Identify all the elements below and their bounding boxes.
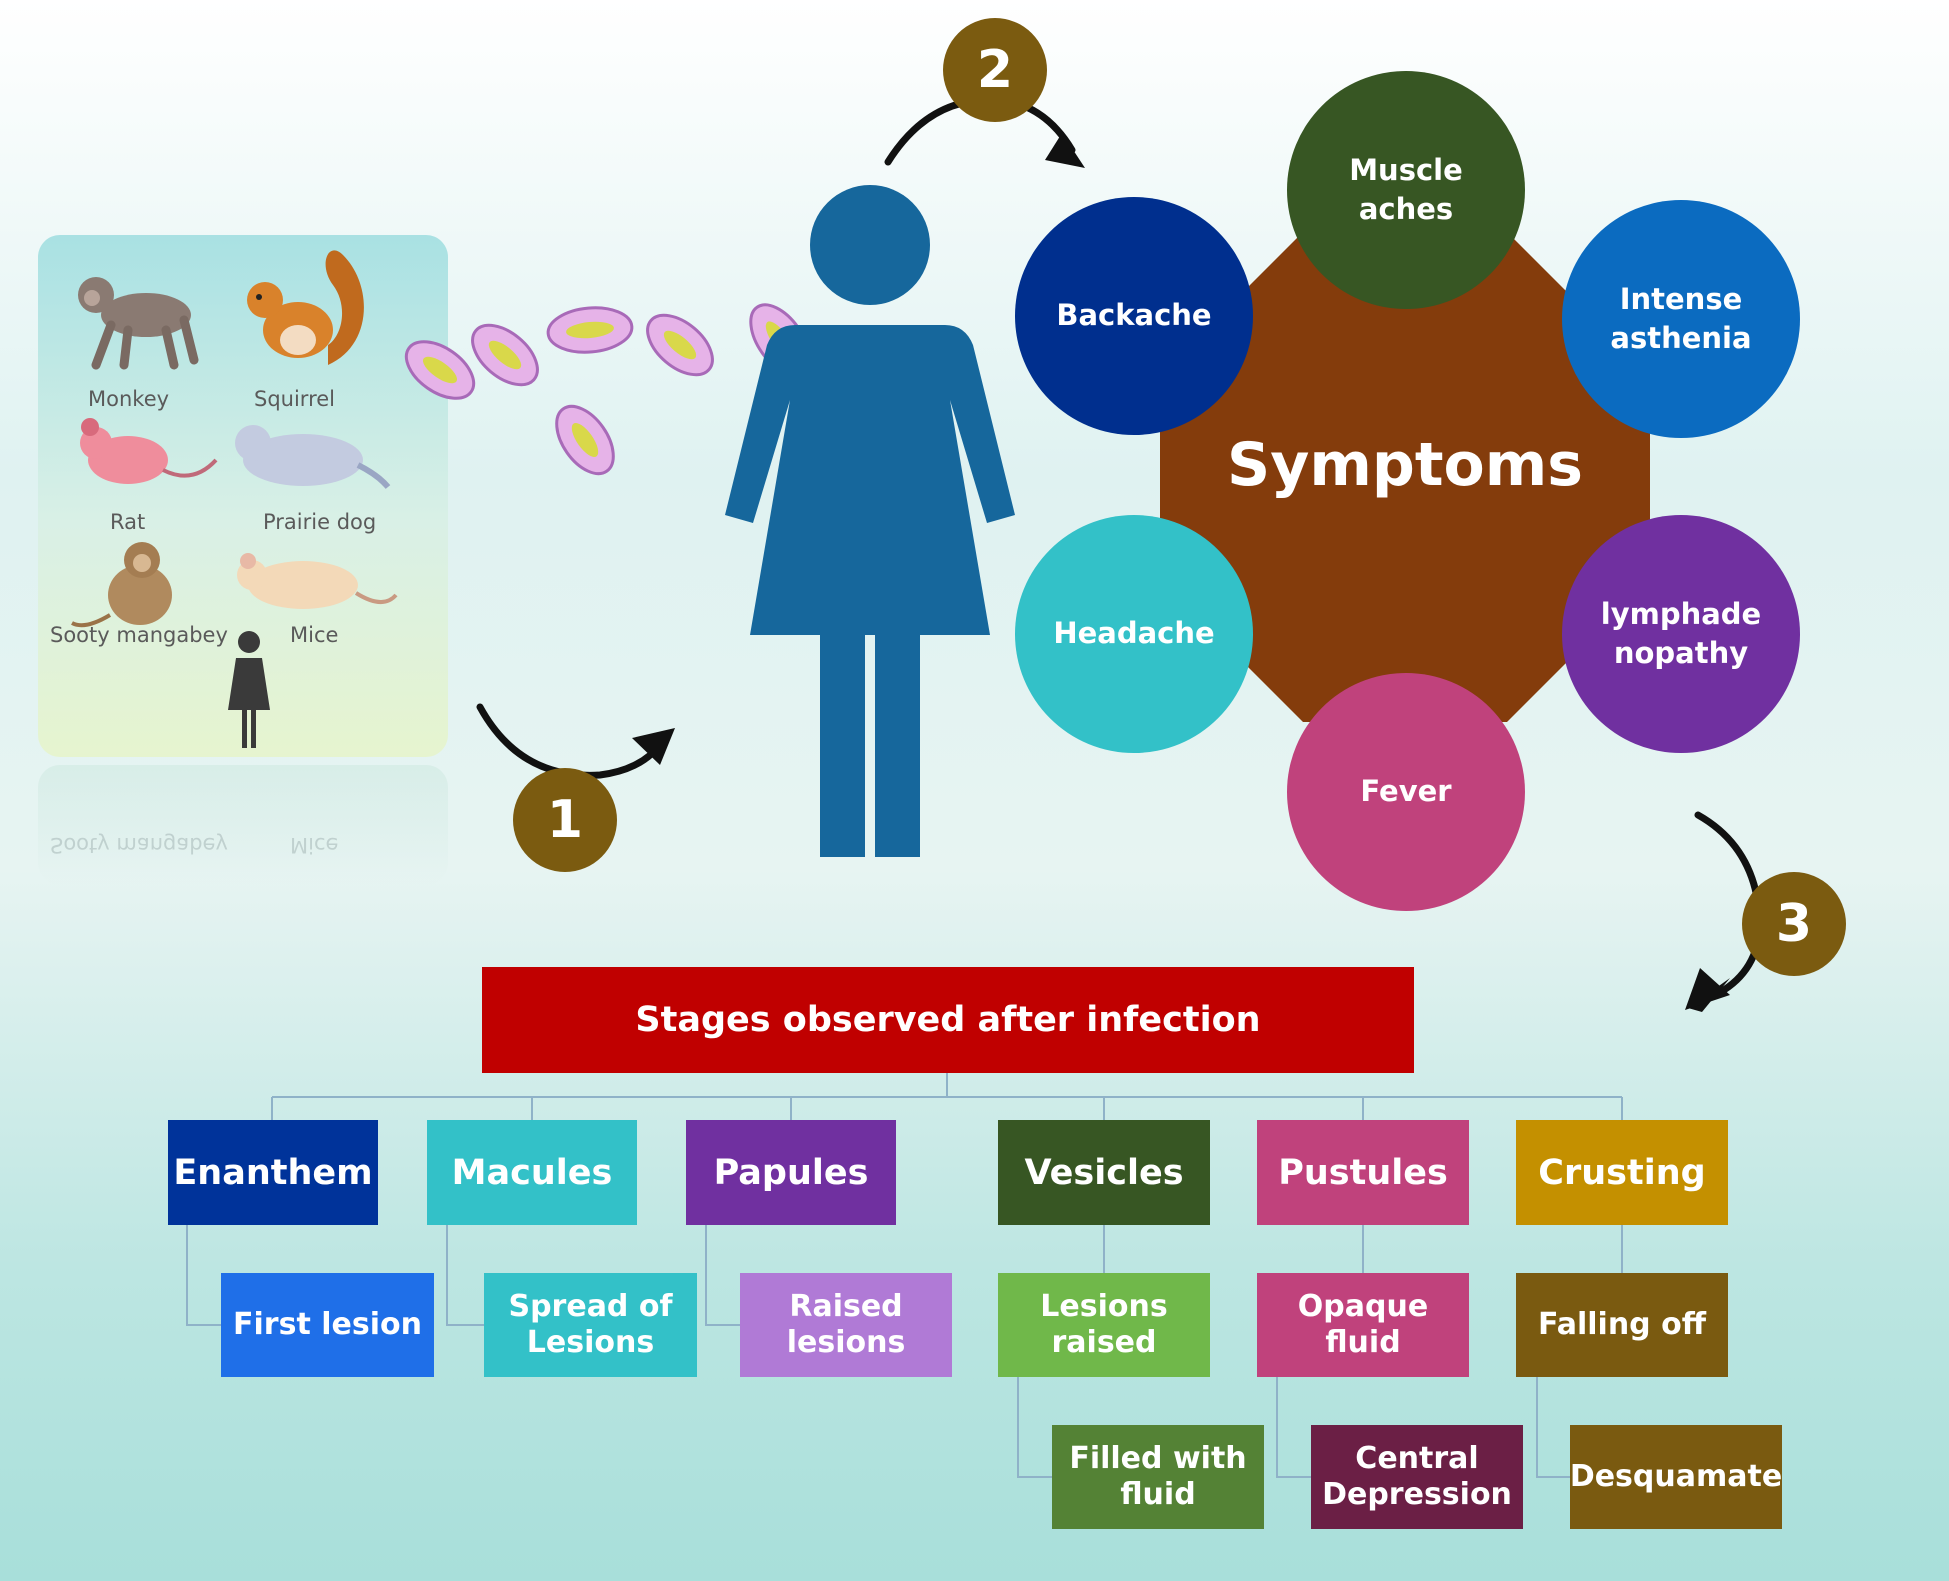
arrow-1-icon [476,703,664,779]
step-badge-2: 2 [943,18,1047,122]
sub-falling-off: Falling off [1516,1273,1728,1377]
animal-label-prairie-dog: Prairie dog [263,510,377,534]
symptom-fever: Fever [1287,673,1525,911]
sub-raised-lesions: Raised lesions [740,1273,952,1377]
mice-icon [237,553,398,609]
monkey-icon [78,277,199,370]
animal-label-squirrel: Squirrel [254,387,335,411]
stages-title: Stages observed after infection [482,967,1414,1073]
animal-label-sooty-mangabey: Sooty mangabey [50,623,228,647]
symptoms-title: Symptoms [1227,430,1583,500]
animal-label-monkey: Monkey [88,387,170,411]
stage-vesicles: Vesicles [998,1120,1210,1225]
stage-pustules: Pustules [1257,1120,1469,1225]
sub-lesions-raised: Lesions raised [998,1273,1210,1377]
sub-spread-of-lesions: Spread of Lesions [484,1273,697,1377]
stage-crusting: Crusting [1516,1120,1728,1225]
sub-opaque-fluid: Opaque fluid [1257,1273,1469,1377]
animal-label-mice: Mice [290,623,339,647]
step-badge-3: 3 [1742,872,1846,976]
animal-label-rat: Rat [110,510,146,534]
symptom-headache: Headache [1015,515,1253,753]
animal-source-panel: Monkey Squirrel Rat Prairie dog Sooty ma… [38,235,448,757]
sooty-mangabey-icon [71,542,172,628]
prairie-dog-icon [235,425,391,489]
human-figure-icon [725,185,1015,857]
squirrel-icon [247,250,364,365]
sub-first-lesion: First lesion [221,1273,434,1377]
sub-filled-with-fluid: Filled with fluid [1052,1425,1264,1529]
sub-central-depression: Central Depression [1311,1425,1523,1529]
stage-enanthem: Enanthem [168,1120,378,1225]
stage-macules: Macules [427,1120,637,1225]
human-small-icon [228,631,270,748]
symptom-backache: Backache [1015,197,1253,435]
sub-desquamate: Desquamate [1570,1425,1782,1529]
symptom-muscle-aches: Muscle aches [1287,71,1525,309]
stage-papules: Papules [686,1120,896,1225]
step-badge-1: 1 [513,768,617,872]
symptom-intense-asthenia: Intense asthenia [1562,200,1800,438]
rat-icon [80,418,218,484]
symptom-lymphadenopathy: lymphade nopathy [1562,515,1800,753]
animal-panel-reflection: Sooty mangabey Mice [38,765,448,885]
symptoms-octagon [1160,232,1650,722]
